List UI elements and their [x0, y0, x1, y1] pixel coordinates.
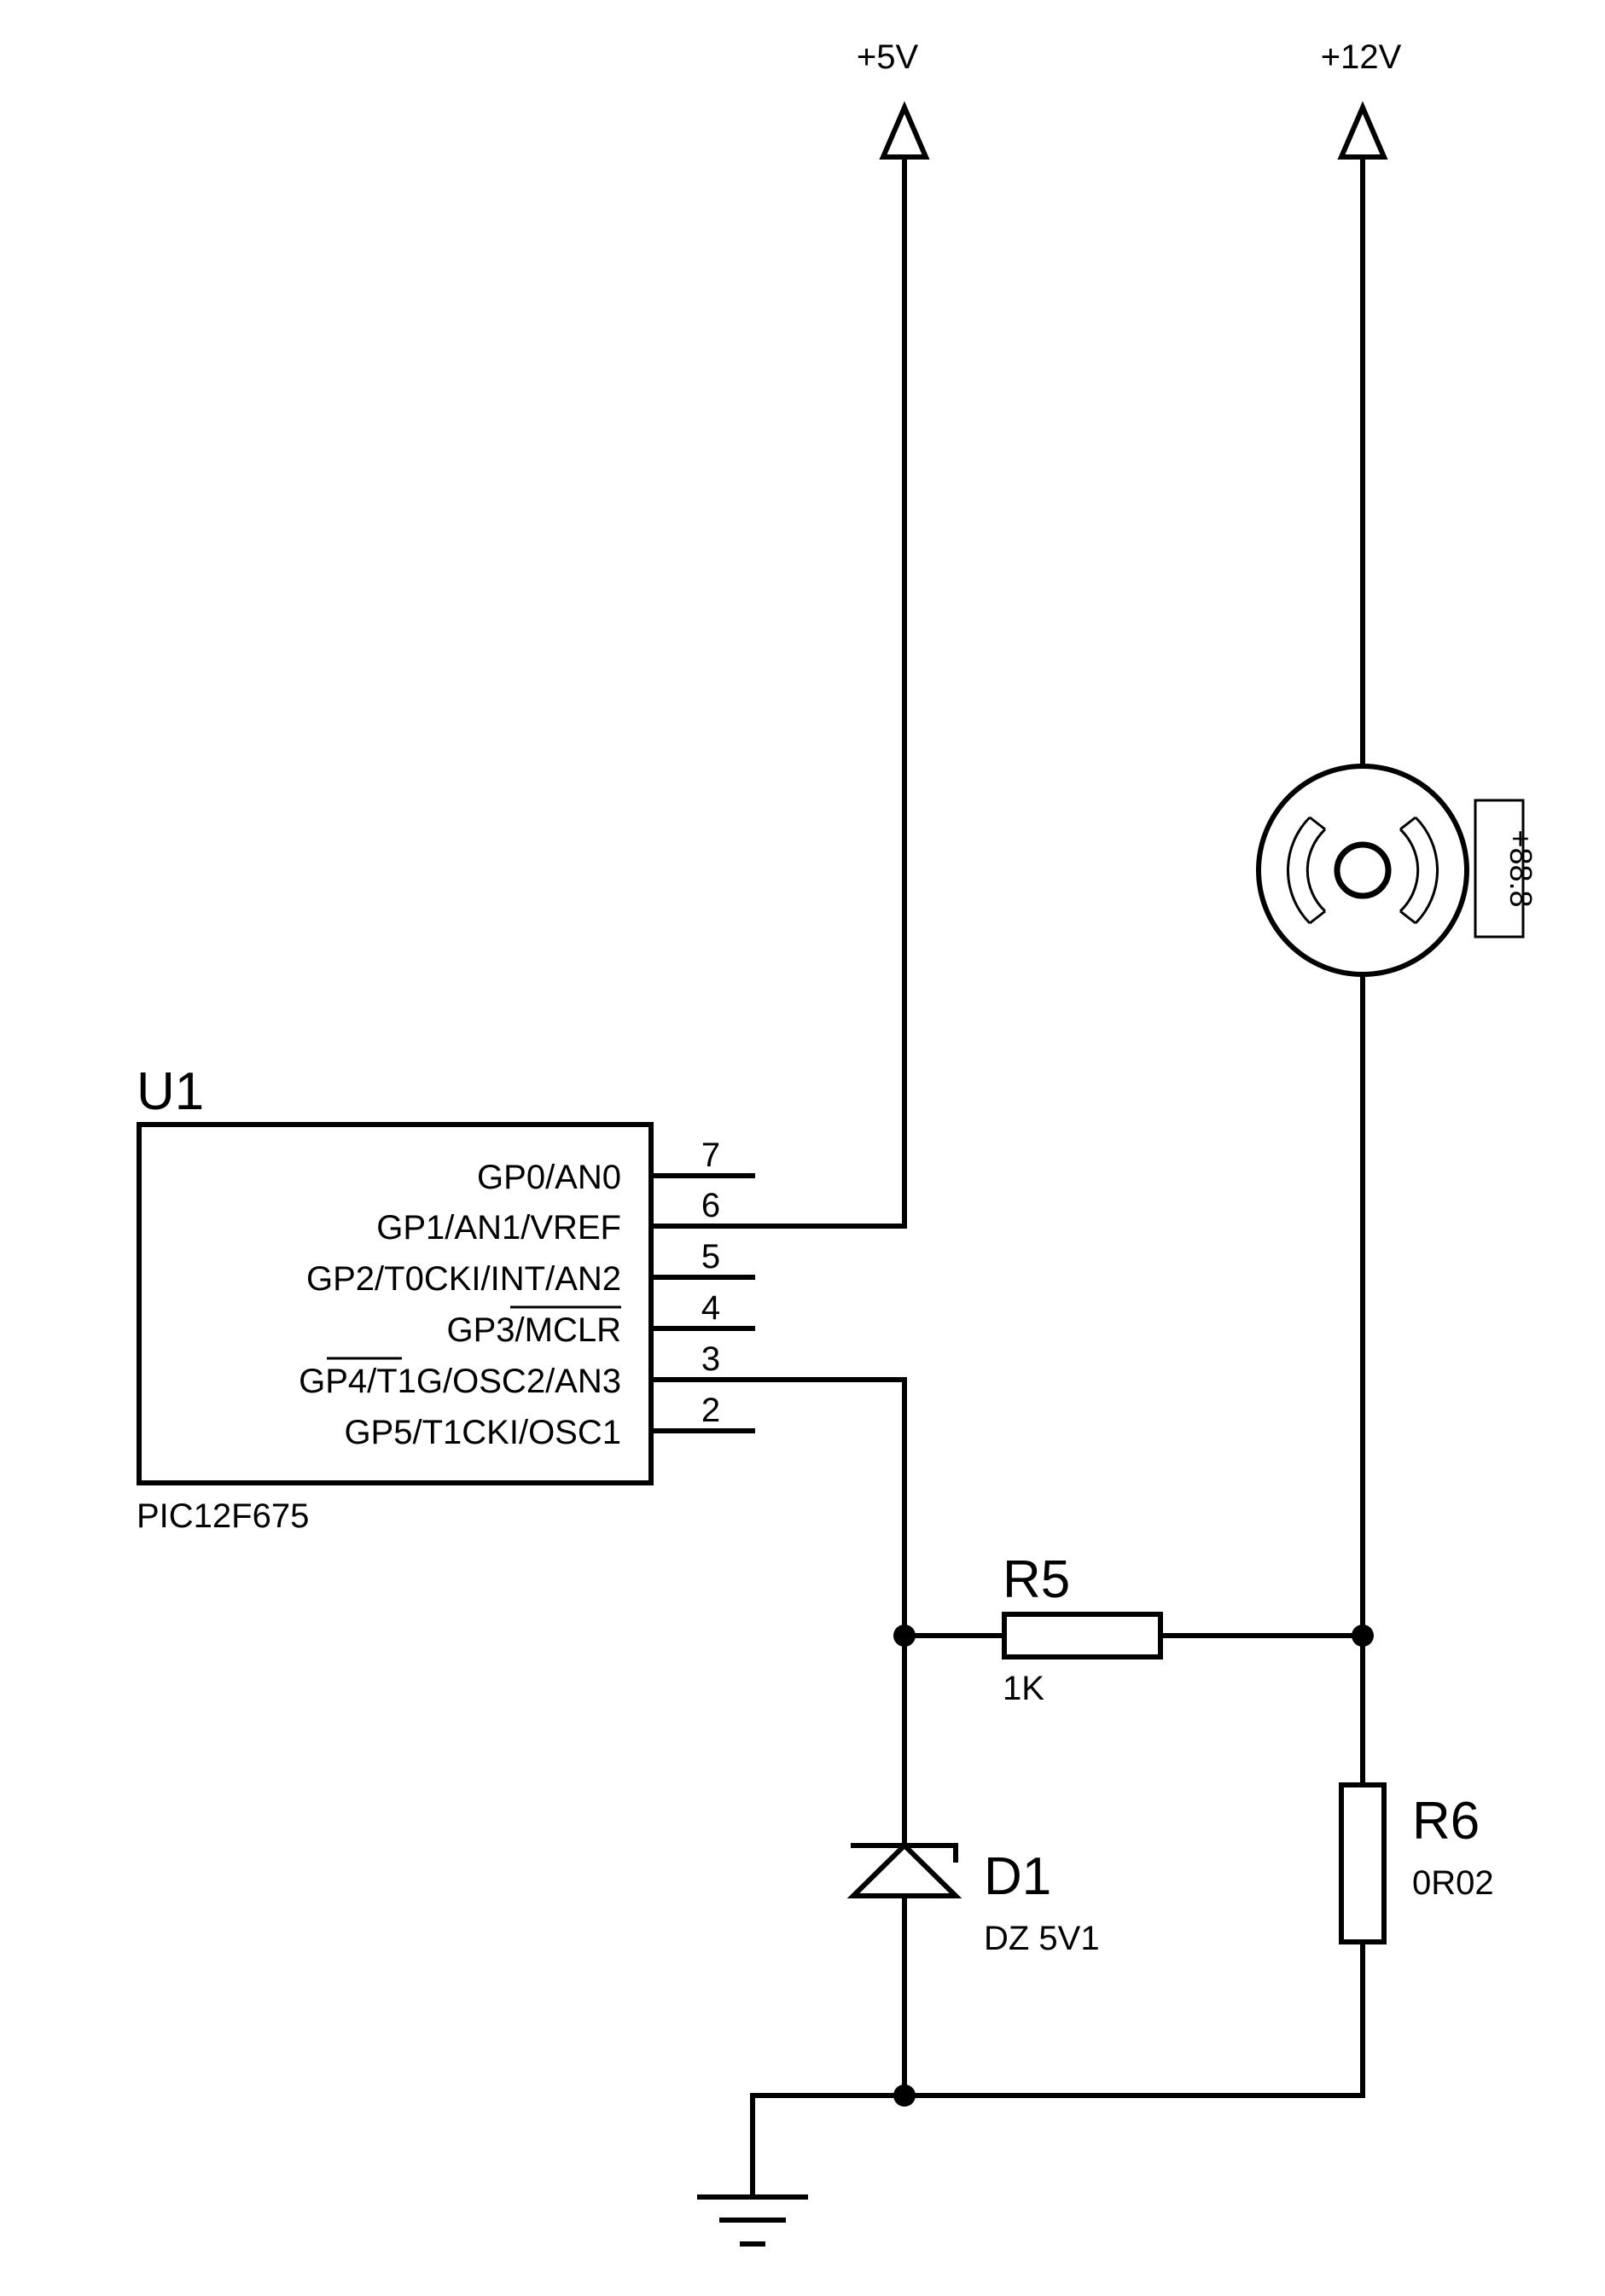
- meter: +88.8: [1256, 764, 1538, 977]
- d1: D1 DZ 5V1: [846, 1841, 1100, 2098]
- u1-pin-7-label: GP0/AN0: [477, 1159, 621, 1196]
- r6-ref: R6: [1412, 1792, 1480, 1851]
- junction-dot: [1352, 1625, 1374, 1647]
- u1-pin-7: 7 GP0/AN0: [477, 1136, 755, 1196]
- meter-circle-icon: [1256, 764, 1469, 977]
- u1-pin-4-number: 4: [701, 1289, 720, 1327]
- u1-pin-3-label: GP4/T1G/OSC2/AN3: [299, 1363, 621, 1400]
- u1-pin-6-number: 6: [701, 1187, 720, 1224]
- u1-pin-5-label: GP2/T0CKI/INT/AN2: [306, 1260, 621, 1298]
- u1-pin-2-label: GP5/T1CKI/OSC1: [344, 1414, 621, 1451]
- r6-value: 0R02: [1412, 1864, 1494, 1902]
- r6-body: [1339, 1782, 1387, 1944]
- meter-display-value: +88.8: [1503, 829, 1538, 907]
- r5-body: [1002, 1612, 1163, 1660]
- u1-pin-4-label: GP3/MCLR: [447, 1311, 622, 1349]
- r5: R5 1K: [902, 1550, 1365, 1707]
- d1-triangle-icon: [846, 1841, 962, 1898]
- u1-pin-7-number: 7: [701, 1136, 720, 1174]
- supply-12v-label: +12V: [1321, 38, 1402, 76]
- ground: [697, 2093, 1365, 2247]
- u1-pin-3: 3 GP4/T1G/OSC2/AN3: [299, 1340, 755, 1400]
- u1-pin-5-number: 5: [701, 1238, 720, 1276]
- meter-display-box: [1474, 799, 1525, 939]
- u1-pin-2-number: 2: [701, 1392, 720, 1429]
- supply-5v-arrow-icon: [879, 101, 930, 160]
- junction-dot: [893, 1625, 916, 1647]
- d1-ref: D1: [984, 1847, 1051, 1906]
- r5-value: 1K: [1003, 1670, 1044, 1707]
- u1-pin-3-number: 3: [701, 1340, 720, 1378]
- supply-12v: +12V: [1321, 38, 1402, 769]
- supply-5v-label: +5V: [857, 38, 919, 76]
- r5-ref: R5: [1003, 1550, 1070, 1609]
- d1-value: DZ 5V1: [984, 1920, 1100, 1957]
- supply-5v: +5V: [857, 38, 930, 1229]
- supply-12v-arrow-icon: [1337, 101, 1388, 160]
- r6: R6 0R02: [1339, 1782, 1494, 1944]
- junction-dot: [893, 2084, 916, 2107]
- u1-pin-4: 4 GP3/MCLR: [447, 1289, 755, 1349]
- u1-pin-6-label: GP1/AN1/VREF: [376, 1209, 621, 1247]
- u1-body: [137, 1122, 654, 1485]
- u1-ref: U1: [137, 1062, 204, 1121]
- u1-pin-5: 5 GP2/T0CKI/INT/AN2: [306, 1238, 755, 1298]
- u1-pin-6: 6 GP1/AN1/VREF: [376, 1187, 755, 1247]
- u1-part: PIC12F675: [137, 1497, 309, 1535]
- u1-pin-2: 2 GP5/T1CKI/OSC1: [344, 1392, 755, 1451]
- u1: U1 PIC12F675 7 GP0/AN0 6 GP1/AN1/VREF 5 …: [137, 1062, 755, 1535]
